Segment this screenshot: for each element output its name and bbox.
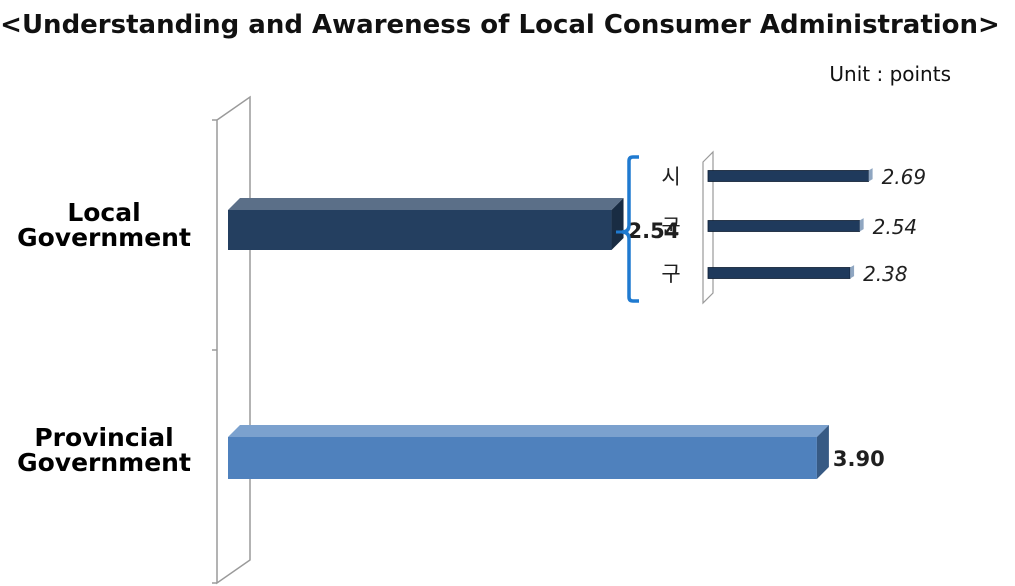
data-label: 3.90 bbox=[833, 447, 885, 471]
sub-bar-side-face bbox=[859, 218, 864, 232]
bar bbox=[228, 210, 612, 250]
unit-label: Unit : points bbox=[829, 62, 951, 86]
category-label-line: Provincial bbox=[34, 423, 174, 452]
sub-bar bbox=[707, 220, 861, 232]
axis-wall bbox=[216, 95, 251, 585]
sub-bar-side-face bbox=[850, 265, 855, 279]
sub-category-label: 군 bbox=[661, 215, 680, 239]
category-label-line: Government bbox=[17, 223, 191, 252]
category-label-local-government: Local Government bbox=[0, 200, 214, 250]
sub-data-label: 2.38 bbox=[863, 262, 908, 286]
bar-side-face bbox=[816, 425, 829, 479]
chart-title: <Understanding and Awareness of Local Co… bbox=[0, 10, 1000, 40]
sub-bar bbox=[707, 267, 851, 279]
sub-category-label: 시 bbox=[661, 165, 680, 189]
bar-top-face bbox=[228, 425, 829, 437]
sub-category-label: 구 bbox=[661, 262, 680, 286]
data-label: 2.54 bbox=[628, 219, 680, 243]
bar bbox=[228, 437, 817, 479]
category-label-line: Local bbox=[67, 198, 141, 227]
sub-data-label: 2.54 bbox=[873, 215, 918, 239]
sub-data-label: 2.69 bbox=[882, 165, 927, 189]
sub-bar-side-face bbox=[868, 168, 873, 182]
sub-bar bbox=[707, 170, 869, 182]
bar-top-face bbox=[228, 198, 624, 210]
category-label-line: Government bbox=[17, 448, 191, 477]
category-label-provincial-government: Provincial Government bbox=[0, 425, 214, 475]
bar-side-face bbox=[611, 198, 624, 250]
